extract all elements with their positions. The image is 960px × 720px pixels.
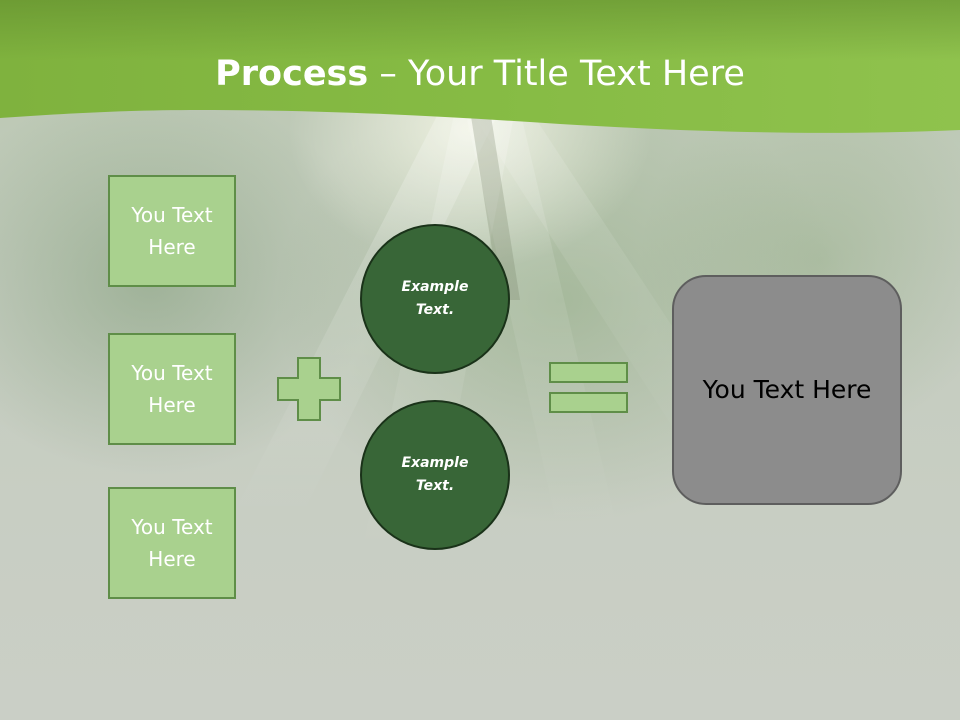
header-band xyxy=(0,0,960,133)
result-label: You Text Here xyxy=(702,375,872,404)
text-box-label: You Text Here xyxy=(131,203,213,259)
circle-line-1: Example xyxy=(401,279,469,295)
example-circle-1[interactable]: Example Text. xyxy=(360,224,510,374)
equals-icon xyxy=(549,362,628,413)
text-box-2[interactable]: You Text Here xyxy=(108,333,236,445)
circle-line-2: Text. xyxy=(415,478,455,494)
title-rest: – Your Title Text Here xyxy=(368,54,745,94)
circle-line-2: Text. xyxy=(415,302,455,318)
result-box[interactable]: You Text Here xyxy=(672,275,902,505)
title-bold: Process xyxy=(215,54,369,94)
slide-title: Process – Your Title Text Here xyxy=(0,52,960,96)
text-box-3[interactable]: You Text Here xyxy=(108,487,236,599)
text-box-1[interactable]: You Text Here xyxy=(108,175,236,287)
circle-line-1: Example xyxy=(401,455,469,471)
plus-icon xyxy=(277,357,341,421)
example-circle-2[interactable]: Example Text. xyxy=(360,400,510,550)
text-box-label: You Text Here xyxy=(131,515,213,571)
text-box-label: You Text Here xyxy=(131,361,213,417)
